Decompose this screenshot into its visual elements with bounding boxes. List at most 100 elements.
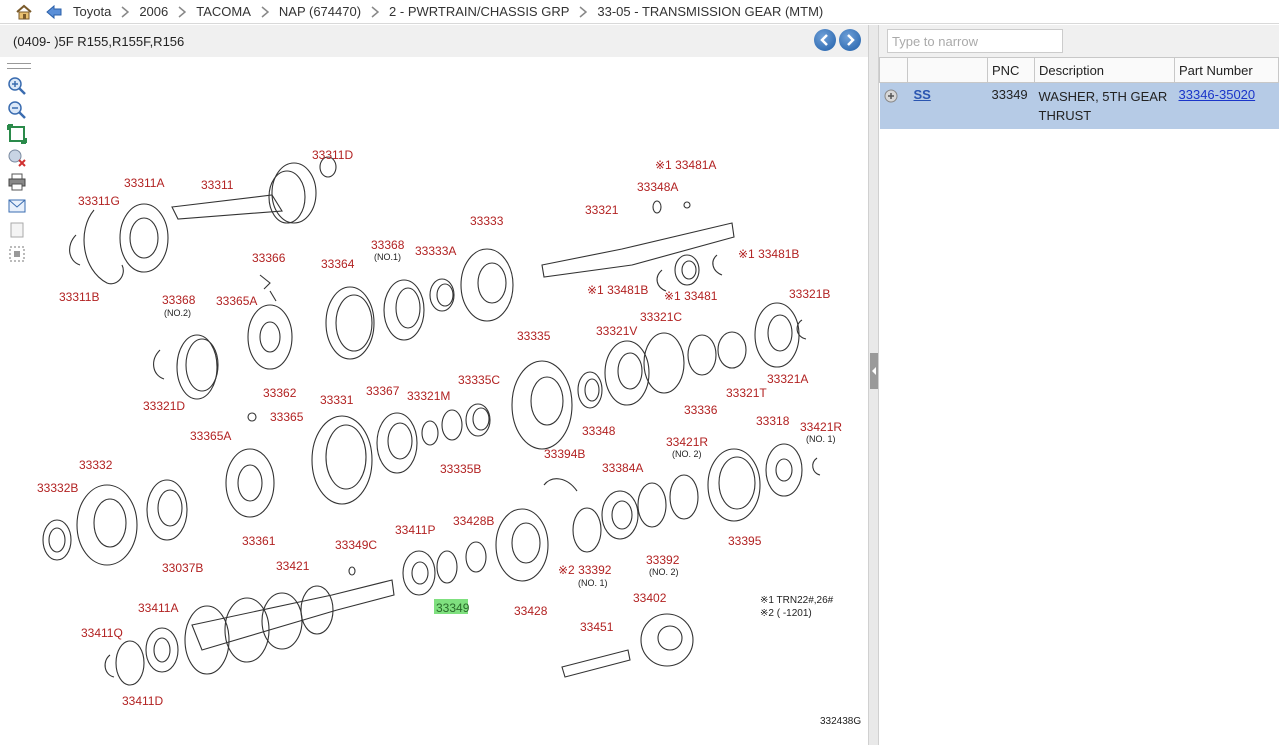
label-33318[interactable]: 33318 [756, 414, 790, 428]
next-circle-icon[interactable] [839, 29, 861, 51]
label-33311G[interactable]: 33311G [78, 194, 120, 208]
label-33368-no2[interactable]: 33368 [162, 293, 196, 307]
label-33037B[interactable]: 33037B [162, 561, 203, 575]
collapse-arrow-icon[interactable] [870, 353, 878, 389]
table-row[interactable]: SS 33349 WASHER, 5TH GEAR THRUST 33346-3… [879, 82, 1279, 129]
label-33392-no2-sub: (NO. 2) [649, 567, 679, 577]
breadcrumb-item-make[interactable]: Toyota [73, 4, 112, 19]
label-33428B[interactable]: 33428B [453, 514, 494, 528]
figure-number: 332438G [820, 716, 861, 727]
label-33333[interactable]: 33333 [470, 214, 504, 228]
label-33428[interactable]: 33428 [514, 604, 548, 618]
column-header-description[interactable]: Description [1034, 57, 1175, 83]
label-33368-no2-sub: (NO.2) [164, 308, 191, 318]
label-33366[interactable]: 33366 [252, 251, 286, 265]
select-area-icon[interactable] [6, 243, 28, 265]
label-33411Q[interactable]: 33411Q [81, 626, 123, 640]
zoom-in-icon[interactable] [6, 75, 28, 97]
note-1: ※1 TRN22#,26# [760, 595, 834, 606]
label-33481A[interactable]: ※1 33481A [655, 158, 716, 172]
label-33395[interactable]: 33395 [728, 534, 762, 548]
label-33349[interactable]: 33349 [436, 601, 470, 615]
parts-diagram[interactable]: 33311D 33311A 33311 33311G 33311B 33366 … [32, 65, 868, 745]
label-33348[interactable]: 33348 [582, 424, 616, 438]
back-arrow-icon[interactable] [45, 3, 63, 21]
label-33321B[interactable]: 33321B [789, 287, 830, 301]
clear-highlight-icon[interactable] [6, 147, 28, 169]
email-icon[interactable] [6, 195, 28, 217]
label-33421R-no1[interactable]: 33421R [800, 420, 842, 434]
label-33321[interactable]: 33321 [585, 203, 619, 217]
pnc-cell: 33349 [987, 82, 1035, 129]
label-33321C[interactable]: 33321C [640, 310, 682, 324]
label-33365A-top[interactable]: 33365A [216, 294, 257, 308]
label-33411D[interactable]: 33411D [122, 694, 163, 708]
label-33421R-no2[interactable]: 33421R [666, 435, 708, 449]
label-33361[interactable]: 33361 [242, 534, 276, 548]
label-33311D[interactable]: 33311D [312, 148, 353, 162]
breadcrumb-item-catalog[interactable]: NAP (674470) [278, 4, 362, 19]
label-33481B-left[interactable]: ※1 33481B [587, 283, 648, 297]
label-33411A[interactable]: 33411A [138, 601, 178, 615]
label-33311B[interactable]: 33311B [59, 290, 99, 304]
breadcrumb: Toyota 2006 TACOMA NAP (674470) 2 - PWRT… [0, 0, 1279, 24]
fit-icon[interactable] [6, 123, 28, 145]
part-number-cell: 33346-35020 [1174, 82, 1279, 129]
label-33335[interactable]: 33335 [517, 329, 551, 343]
label-33362[interactable]: 33362 [263, 386, 297, 400]
label-33311[interactable]: 33311 [201, 178, 234, 192]
label-33402[interactable]: 33402 [633, 591, 667, 605]
label-33321T[interactable]: 33321T [726, 386, 767, 400]
label-33384A[interactable]: 33384A [602, 461, 643, 475]
label-33335B[interactable]: 33335B [440, 462, 481, 476]
label-33367[interactable]: 33367 [366, 384, 400, 398]
narrow-search-input[interactable] [887, 29, 1063, 53]
diagram-pane: (0409- )5F R155,R155F,R156 [0, 25, 868, 745]
column-header-pnc[interactable]: PNC [987, 57, 1035, 83]
description-cell: WASHER, 5TH GEAR THRUST [1034, 82, 1175, 129]
column-header-part-number[interactable]: Part Number [1174, 57, 1279, 83]
label-33421R-no2-sub: (NO. 2) [672, 449, 702, 459]
prev-circle-icon[interactable] [814, 29, 836, 51]
part-number-link[interactable]: 33346-35020 [1178, 87, 1256, 102]
expand-circle-icon[interactable] [884, 89, 898, 106]
zoom-out-icon[interactable] [6, 99, 28, 121]
ss-link[interactable]: SS [913, 87, 931, 102]
label-33335C[interactable]: 33335C [458, 373, 500, 387]
breadcrumb-item-year[interactable]: 2006 [139, 4, 169, 19]
label-33365A-mid[interactable]: 33365A [190, 429, 231, 443]
label-33365[interactable]: 33365 [270, 410, 304, 424]
print-icon[interactable] [6, 171, 28, 193]
label-33392-no1[interactable]: ※2 33392 [558, 563, 612, 577]
label-33481[interactable]: ※1 33481 [664, 289, 718, 303]
label-33321M[interactable]: 33321M [407, 389, 450, 403]
label-33481B-right[interactable]: ※1 33481B [738, 247, 799, 261]
table-header-row: PNC Description Part Number [879, 57, 1279, 83]
label-33321V[interactable]: 33321V [596, 324, 637, 338]
label-33368-no1[interactable]: 33368 [371, 238, 405, 252]
label-33332B[interactable]: 33332B [37, 481, 78, 495]
pane-splitter[interactable] [868, 25, 879, 745]
label-33364[interactable]: 33364 [321, 257, 355, 271]
label-33311A[interactable]: 33311A [124, 176, 164, 190]
breadcrumb-item-section[interactable]: 33-05 - TRANSMISSION GEAR (MTM) [597, 4, 824, 19]
label-33348A[interactable]: 33348A [637, 180, 678, 194]
label-33331[interactable]: 33331 [320, 393, 354, 407]
highlight-33349 [434, 599, 468, 614]
label-33336[interactable]: 33336 [684, 403, 718, 417]
label-33411P[interactable]: 33411P [395, 523, 435, 537]
label-33332[interactable]: 33332 [79, 458, 113, 472]
label-33321D[interactable]: 33321D [143, 399, 185, 413]
label-33392-no2[interactable]: 33392 [646, 553, 680, 567]
home-icon[interactable] [15, 3, 33, 21]
label-33394B[interactable]: 33394B [544, 447, 585, 461]
label-33349C[interactable]: 33349C [335, 538, 377, 552]
note-2: ※2 ( -1201) [760, 608, 812, 619]
breadcrumb-item-model[interactable]: TACOMA [196, 4, 251, 19]
breadcrumb-item-group[interactable]: 2 - PWRTRAIN/CHASSIS GRP [389, 4, 570, 19]
label-33421[interactable]: 33421 [276, 559, 310, 573]
label-33451[interactable]: 33451 [580, 620, 614, 634]
label-33333A[interactable]: 33333A [415, 244, 456, 258]
page-icon[interactable] [6, 219, 28, 241]
label-33321A[interactable]: 33321A [767, 372, 808, 386]
